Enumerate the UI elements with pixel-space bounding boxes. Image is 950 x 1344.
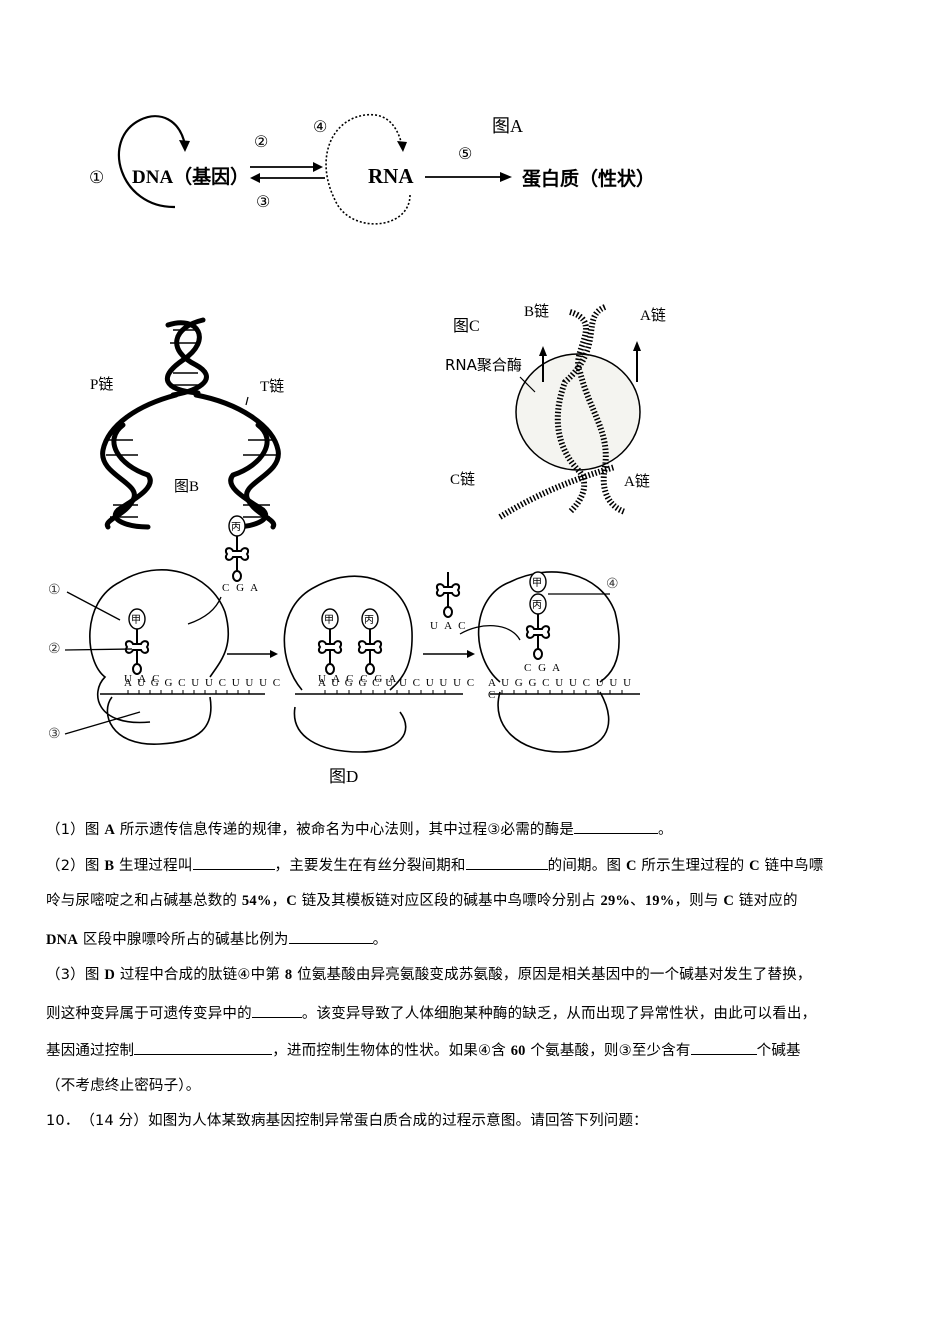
a-chain-bottom-label: A链 <box>624 474 650 490</box>
figure-b: P链 T链 图B <box>88 315 298 530</box>
panel3-mrna: A U G G C U U C U U U C <box>488 677 633 701</box>
process-2-label: ② <box>254 134 269 151</box>
amino-acid-bing-incoming: 丙 <box>231 522 241 533</box>
amino-acid-jia-panel1: 甲 <box>131 615 141 626</box>
question-number: 10． <box>46 1113 80 1129</box>
question-3-line-2: 则这种变异属于可遗传变异中的。该变异导致了人体细胞某种酶的缺乏，从而出现了异常性… <box>46 1003 816 1023</box>
question-3-line-1: （3）图 D 过程中合成的肽链④中第 8 位氨基酸由异亮氨酸变成苏氨酸，原因是相… <box>46 967 812 983</box>
panel1-anticodon: U A C <box>124 673 162 685</box>
t-chain-label: T链 <box>260 379 285 395</box>
figure-c: 图C B链 A链 RNA聚合酶 C链 A链 <box>440 292 680 527</box>
answer-blank-variation-type[interactable] <box>251 1003 302 1018</box>
question-score: （14 分） <box>87 1113 149 1129</box>
question-1: （1）图 A 所示遗传信息传递的规律，被命名为中心法则，其中过程③必需的酶是。 <box>46 819 673 839</box>
process-3-label: ③ <box>256 194 271 211</box>
panel2-anticodons: U A C C G A <box>318 673 399 685</box>
question-2-line-3: DNA 区段中腺嘌呤所占的碱基比例为。 <box>46 929 387 949</box>
marker-1-ribosome: ① <box>48 583 61 598</box>
answer-blank-gene-control[interactable] <box>134 1040 273 1055</box>
amino-acid-jia-panel3: 甲 <box>532 578 542 589</box>
dna-replication-diagram <box>100 317 281 530</box>
question-3-line-3: 基因通过控制，进而控制生物体的性状。如果④含 60 个氨基酸，则③至少含有个碱基 <box>46 1040 801 1060</box>
figure-c-caption: 图C <box>453 318 480 335</box>
c-chain-label: C链 <box>450 472 476 488</box>
figure-d-caption: 图D <box>329 767 359 786</box>
dna-gene-label: DNA（基因） <box>132 167 250 188</box>
panel2-mrna: A U G G C U U C U U U C <box>318 677 476 689</box>
figure-b-caption: 图B <box>174 479 200 495</box>
panel1-mrna: A U G G C U U C U U U C <box>124 677 282 689</box>
question-2-line-1: （2）图 B 生理过程叫，主要发生在有丝分裂间期和的间期。图 C 所示生理过程的… <box>46 855 823 875</box>
figure-a: ① DNA（基因） ② ③ ④ RNA ⑤ 蛋白质（性状） 图A <box>80 100 680 240</box>
figure-a-caption: 图A <box>492 116 523 136</box>
leaving-anticodon: U A C <box>430 620 468 632</box>
figure-d: 丙 甲 甲 丙 甲 丙 C G A U A C A U G G C U U C … <box>40 512 640 787</box>
figure-a-diagram <box>117 114 512 225</box>
marker-3-mrna: ③ <box>48 727 61 742</box>
marker-2-trna: ② <box>48 642 61 657</box>
incoming-anticodon: C G A <box>222 582 261 594</box>
process-1-label: ① <box>89 168 105 187</box>
question-2-line-2: 呤与尿嘧啶之和占碱基总数的 54%，C 链及其模板链对应区段的碱基中鸟嘌呤分别占… <box>46 893 798 909</box>
amino-acid-bing-panel3: 丙 <box>532 600 542 611</box>
answer-blank-adenine-ratio[interactable] <box>288 929 373 944</box>
answer-blank-division-type[interactable] <box>465 855 548 870</box>
protein-trait-label: 蛋白质（性状） <box>522 168 656 190</box>
b-chain-label: B链 <box>524 304 550 320</box>
p-chain-label: P链 <box>90 377 114 393</box>
a-chain-top-label: A链 <box>640 308 666 324</box>
question-3-line-4: （不考虑终止密码子）。 <box>46 1078 201 1094</box>
question-10: 10．（14 分）如图为人体某致病基因控制异常蛋白质合成的过程示意图。请回答下列… <box>46 1113 648 1129</box>
process-5-label: ⑤ <box>458 146 473 163</box>
translation-diagram <box>64 515 640 753</box>
amino-acid-jia-panel2: 甲 <box>324 615 334 626</box>
transcription-diagram <box>498 304 641 520</box>
rna-polymerase-label: RNA聚合酶 <box>445 356 522 374</box>
amino-acid-bing-panel2: 丙 <box>364 615 374 626</box>
answer-blank-enzyme[interactable] <box>574 819 659 834</box>
panel3-anticodon: C G A <box>524 662 563 674</box>
rna-label: RNA <box>368 164 414 188</box>
answer-blank-base-count[interactable] <box>690 1040 757 1055</box>
answer-blank-process-name[interactable] <box>192 855 275 870</box>
marker-4-peptide: ④ <box>606 577 619 592</box>
process-4-label: ④ <box>313 119 328 136</box>
